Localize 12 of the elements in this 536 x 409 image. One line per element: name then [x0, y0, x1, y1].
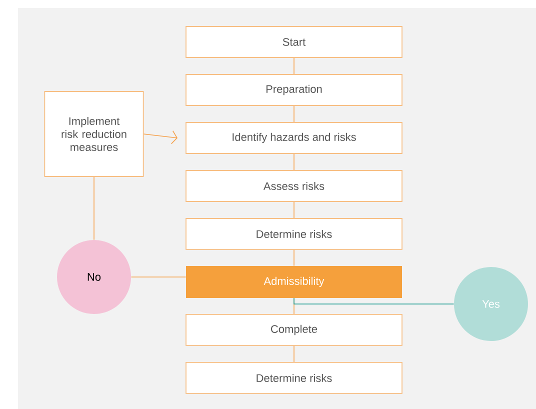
- process-box: Start: [186, 26, 402, 58]
- process-box: Assess risks: [186, 170, 402, 202]
- connector-line: [294, 298, 454, 304]
- highlighted-box: Admissibility: [186, 266, 402, 298]
- process-box: Determine risks: [186, 218, 402, 250]
- process-box: Complete: [186, 314, 402, 346]
- arrow: [143, 130, 178, 144]
- process-box: Determine risks: [186, 362, 402, 394]
- process-box: Identify hazards and risks: [186, 122, 402, 154]
- connector-line: [130, 276, 186, 278]
- process-box: Implement risk reduction measures: [44, 91, 144, 177]
- process-box: Preparation: [186, 74, 402, 106]
